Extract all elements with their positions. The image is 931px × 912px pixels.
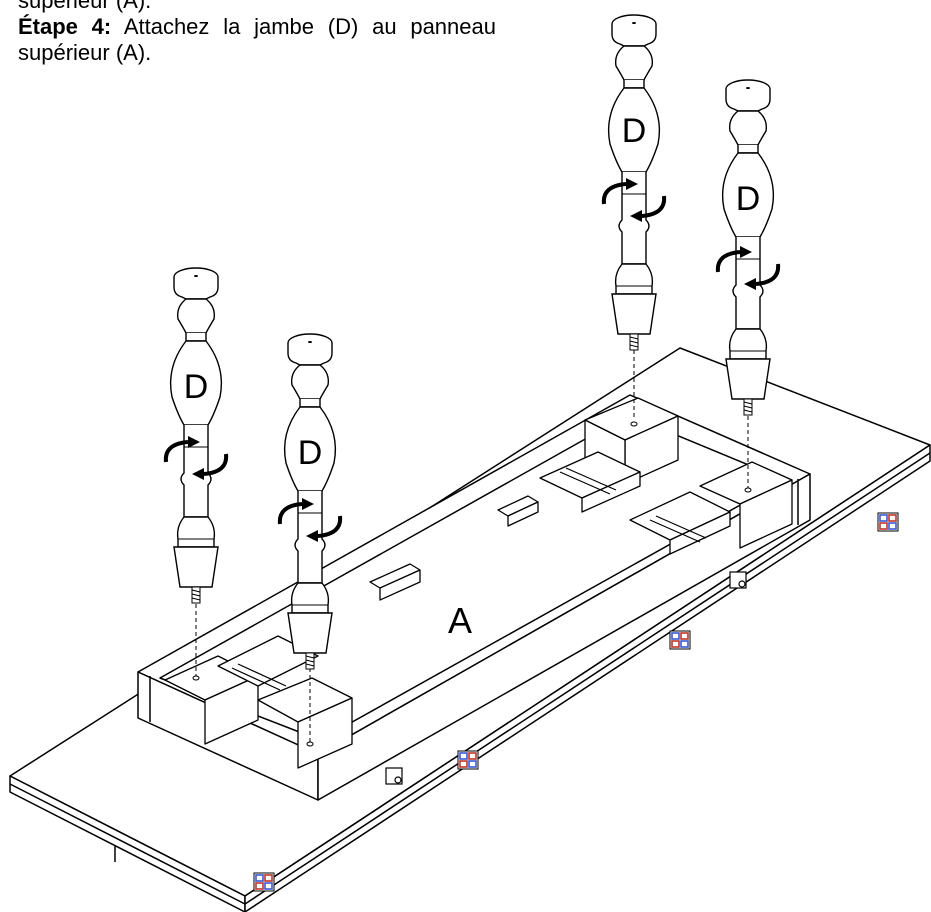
leg-label: D [184,368,209,406]
guide-lines [195,350,749,742]
table-leg [283,333,337,670]
holes [192,421,752,747]
leg-3: D [601,14,667,351]
hinge-icon [669,630,691,650]
slots [231,467,707,691]
leg-label: D [298,434,323,472]
leg-4: D [715,79,781,416]
instruction-text: supérieur (A). Étape 4: Attachez la jamb… [18,0,496,66]
latches [385,571,747,785]
step-line: Étape 4: Attachez la jambe (D) au pannea… [18,14,496,66]
leg-label: D [736,180,761,218]
corner-blocks [164,397,793,769]
hinge-icon [877,512,899,532]
table-leg [721,79,775,416]
hinge-icon [457,750,479,770]
step-text: Attachez la jambe (D) au panneau supérie… [18,14,496,65]
latch-icon [729,571,747,589]
leg-2: D [277,333,343,670]
table-leg [169,267,223,604]
leg-1: D [163,267,229,604]
panel-label: A [448,600,472,641]
previous-step-fragment: supérieur (A). [18,0,152,13]
leg-label: D [622,112,647,150]
step-label: Étape 4: [18,14,112,39]
hinge-icon [253,872,275,892]
latch-icon [385,767,403,785]
